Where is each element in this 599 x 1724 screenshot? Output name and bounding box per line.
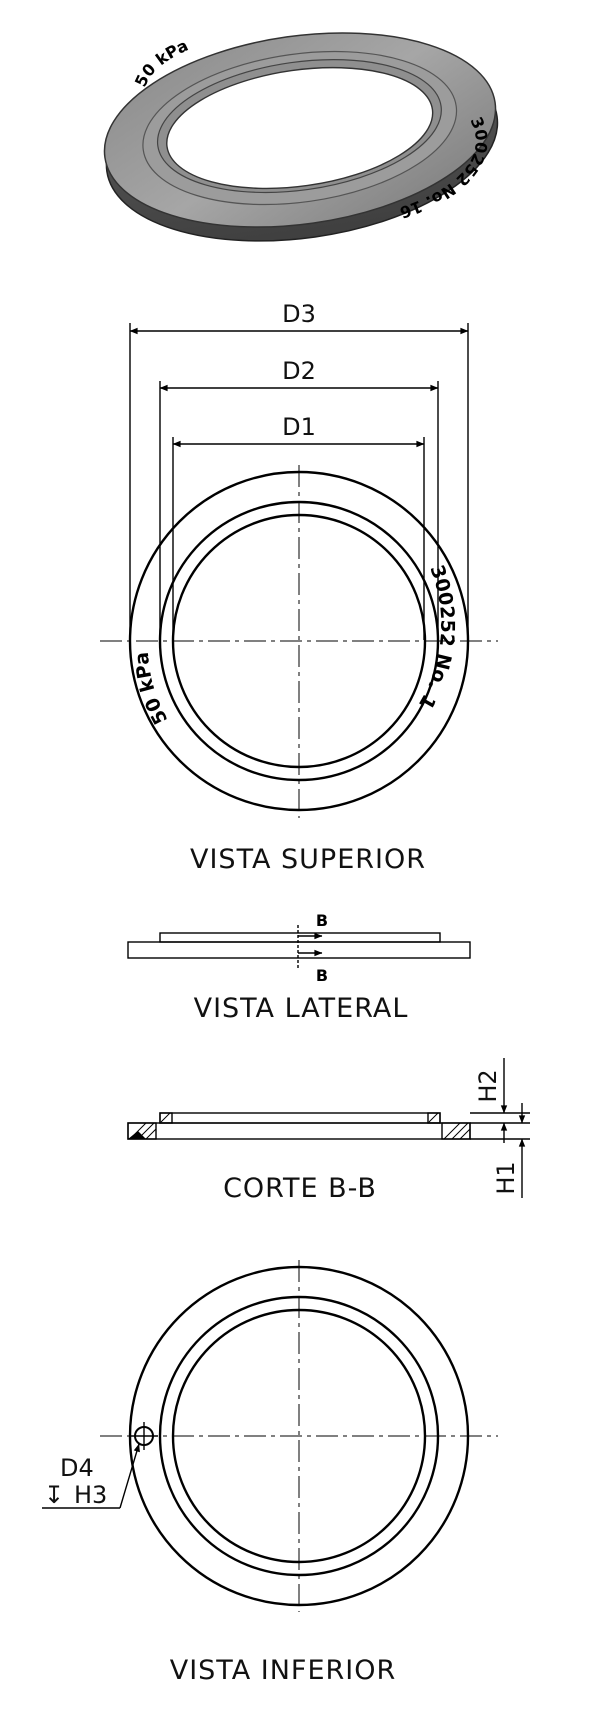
section-base-plate — [127, 1122, 471, 1140]
section-raised-ring — [159, 1112, 441, 1124]
side-base-plate — [127, 941, 471, 959]
top-view-caption: VISTA SUPERIOR — [190, 844, 426, 875]
d2-label: D2 — [282, 357, 316, 385]
h1-label: H1 — [492, 1161, 520, 1194]
isometric-view: 50 kPa 300252 No. 16 — [103, 32, 499, 242]
section-view-caption: CORTE B-B — [223, 1173, 377, 1204]
section-right-hatch-area — [441, 1122, 471, 1140]
section-view: H2 H1 CORTE B-B — [127, 1058, 530, 1204]
side-view-caption: VISTA LATERAL — [194, 993, 409, 1024]
d1-label: D1 — [282, 413, 316, 441]
section-hole-marker — [128, 1131, 146, 1139]
depth-symbol-icon: ↧ — [44, 1481, 64, 1509]
hole-leader-line — [119, 1443, 140, 1509]
side-view: B B VISTA LATERAL — [127, 911, 471, 1024]
hole-depth-label: H3 — [74, 1481, 107, 1509]
section-label-top: B — [316, 911, 328, 930]
hole-diameter-label: D4 — [60, 1454, 94, 1482]
h2-label: H2 — [474, 1069, 502, 1102]
iso-center-hole — [166, 66, 434, 190]
side-raised-ring — [159, 932, 441, 943]
section-label-bottom: B — [316, 966, 328, 985]
bottom-view-caption: VISTA INFERIOR — [170, 1655, 397, 1686]
top-engraving-left: 50 kPa — [131, 651, 172, 728]
d3-label: D3 — [282, 300, 316, 328]
bottom-view: D4 ↧ H3 VISTA INFERIOR — [42, 1260, 498, 1686]
